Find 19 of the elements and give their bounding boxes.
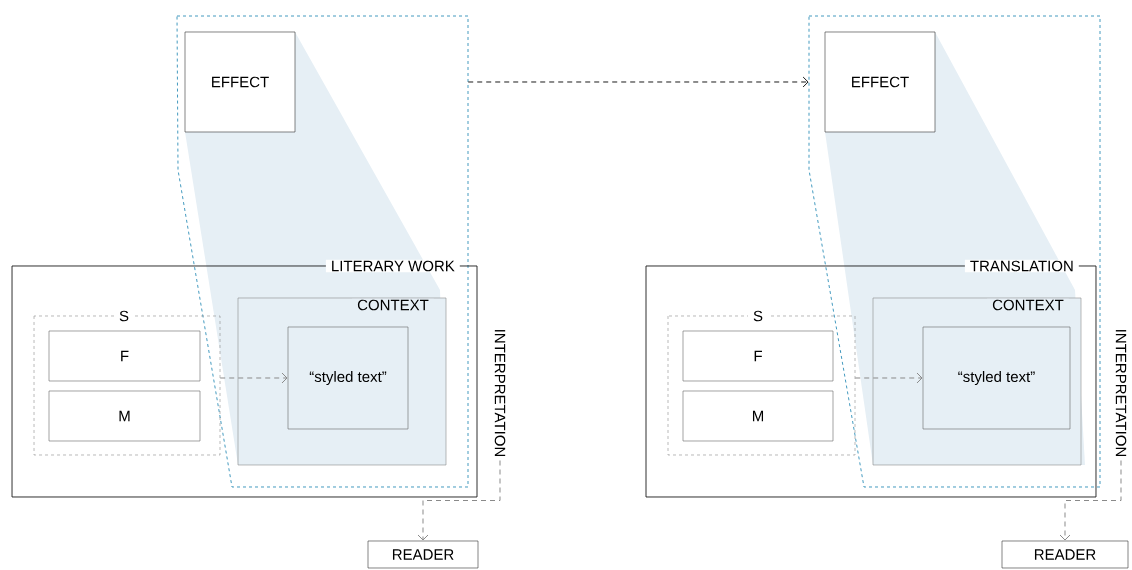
arrow (854, 372, 923, 384)
label-box: EFFECT (184, 31, 296, 133)
label-box: F (682, 330, 834, 382)
arrow (467, 76, 809, 88)
label-box: F (48, 330, 201, 382)
label-box: EFFECT (824, 31, 936, 133)
arrow (1059, 460, 1122, 541)
dashed-outline (808, 15, 1101, 488)
dashed-outline (176, 15, 469, 488)
label-box: M (48, 390, 201, 442)
text-box: “styled text” (287, 326, 409, 430)
side-label: INTERPRETATION (1115, 330, 1127, 457)
label-box: M (682, 390, 834, 442)
arrow (219, 372, 288, 384)
arrow (417, 460, 501, 541)
label-box: READER (367, 540, 479, 569)
label-box: READER (1001, 540, 1129, 569)
text-box: “styled text” (922, 326, 1071, 430)
side-label: INTERPRETATION (494, 330, 506, 457)
